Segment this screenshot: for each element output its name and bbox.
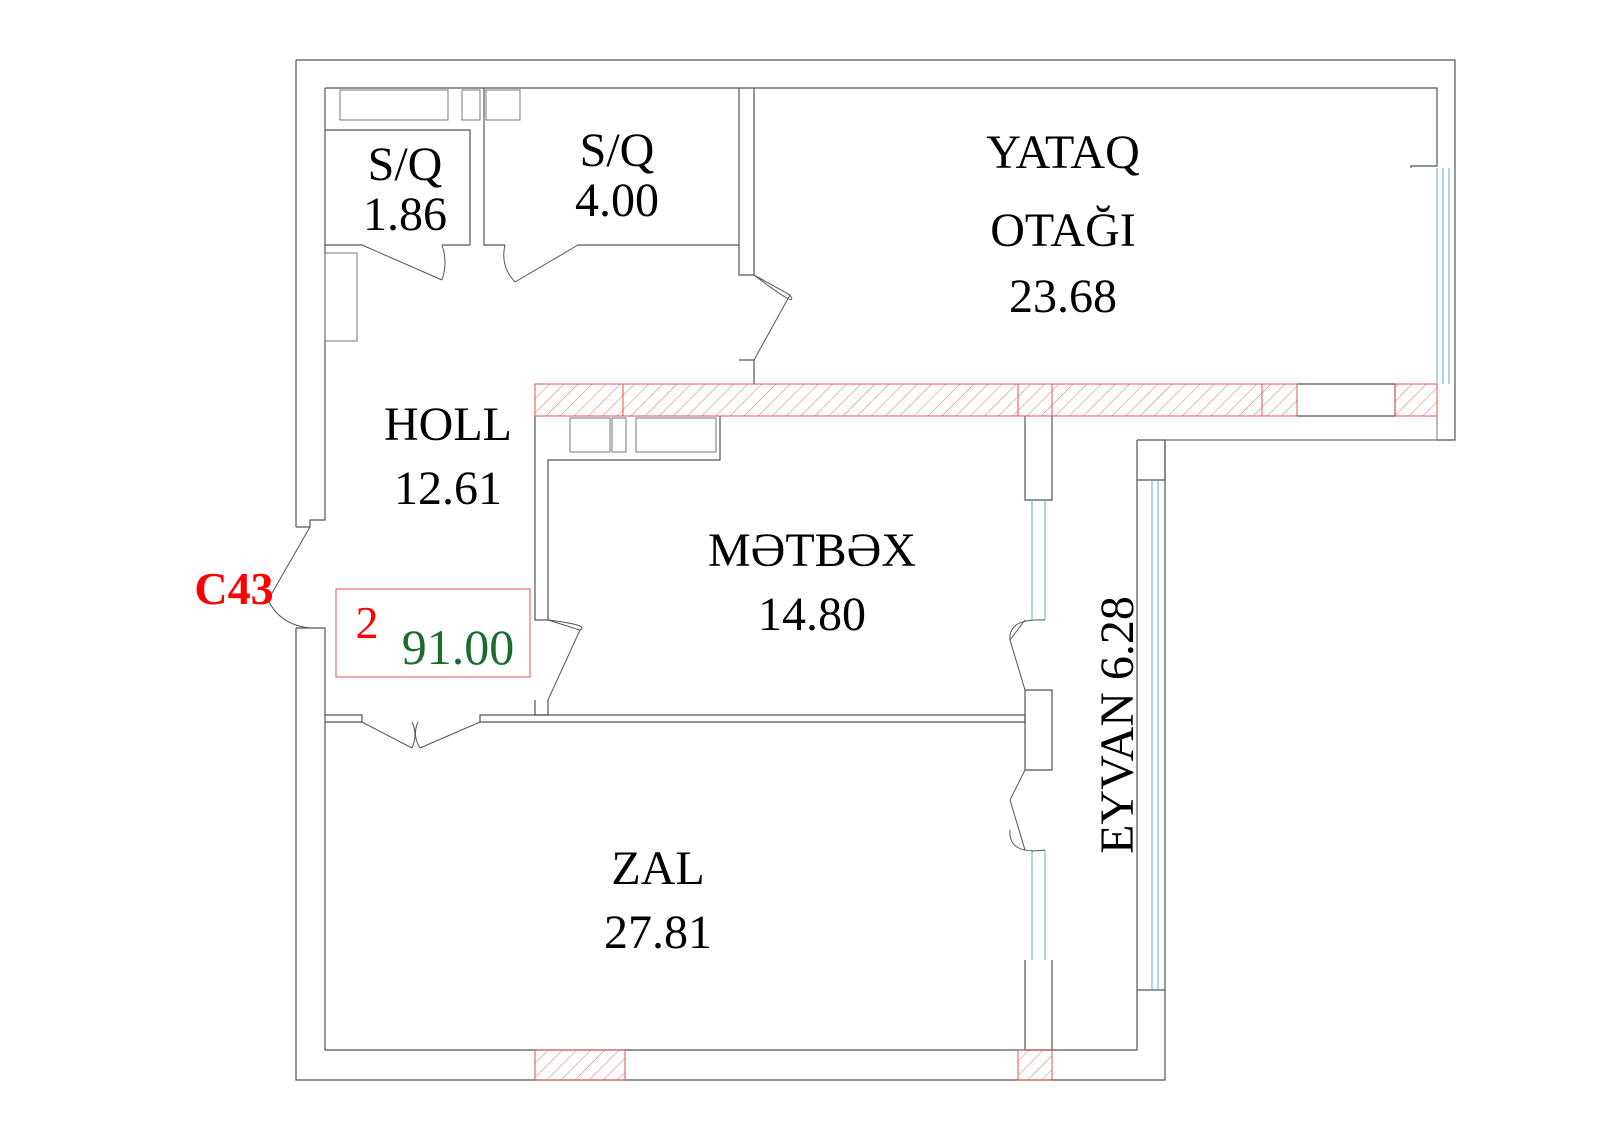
room-metbex-area: 14.80 xyxy=(758,588,866,641)
room-sq2: S/Q 4.00 xyxy=(575,124,659,227)
area-box xyxy=(335,588,531,678)
room-sq1-name: S/Q xyxy=(368,138,443,191)
room-eyvan: EYVAN 6.28 xyxy=(1091,596,1144,854)
room-yataq-name-line1: YATAQ xyxy=(986,126,1140,179)
room-holl-area: 12.61 xyxy=(394,462,502,515)
room-holl: HOLL 12.61 xyxy=(384,398,512,515)
room-sq1-area: 1.86 xyxy=(363,188,447,241)
room-zal: ZAL 27.81 xyxy=(604,842,712,959)
windows xyxy=(1031,168,1450,990)
room-holl-name: HOLL xyxy=(384,398,512,451)
apartment-code: C43 xyxy=(194,563,273,614)
total-area: 91.00 xyxy=(402,619,515,675)
room-sq2-area: 4.00 xyxy=(575,174,659,227)
room-sq2-name: S/Q xyxy=(580,124,655,177)
room-metbex-name: MƏTBƏX xyxy=(708,524,916,577)
room-zal-area: 27.81 xyxy=(604,906,712,959)
room-yataq-area: 23.68 xyxy=(1009,270,1117,323)
room-yataq: YATAQ OTAĞI 23.68 xyxy=(986,126,1140,323)
built-in-furniture xyxy=(324,89,717,453)
hatched-walls xyxy=(534,383,1438,1081)
room-eyvan-label: EYVAN 6.28 xyxy=(1091,596,1144,854)
room-yataq-name-line2: OTAĞI xyxy=(990,204,1135,257)
room-metbex: MƏTBƏX 14.80 xyxy=(708,524,916,641)
rooms-count: 2 xyxy=(356,597,379,648)
room-zal-name: ZAL xyxy=(611,842,704,895)
doors xyxy=(267,244,1046,852)
room-sq1: S/Q 1.86 xyxy=(363,138,447,241)
